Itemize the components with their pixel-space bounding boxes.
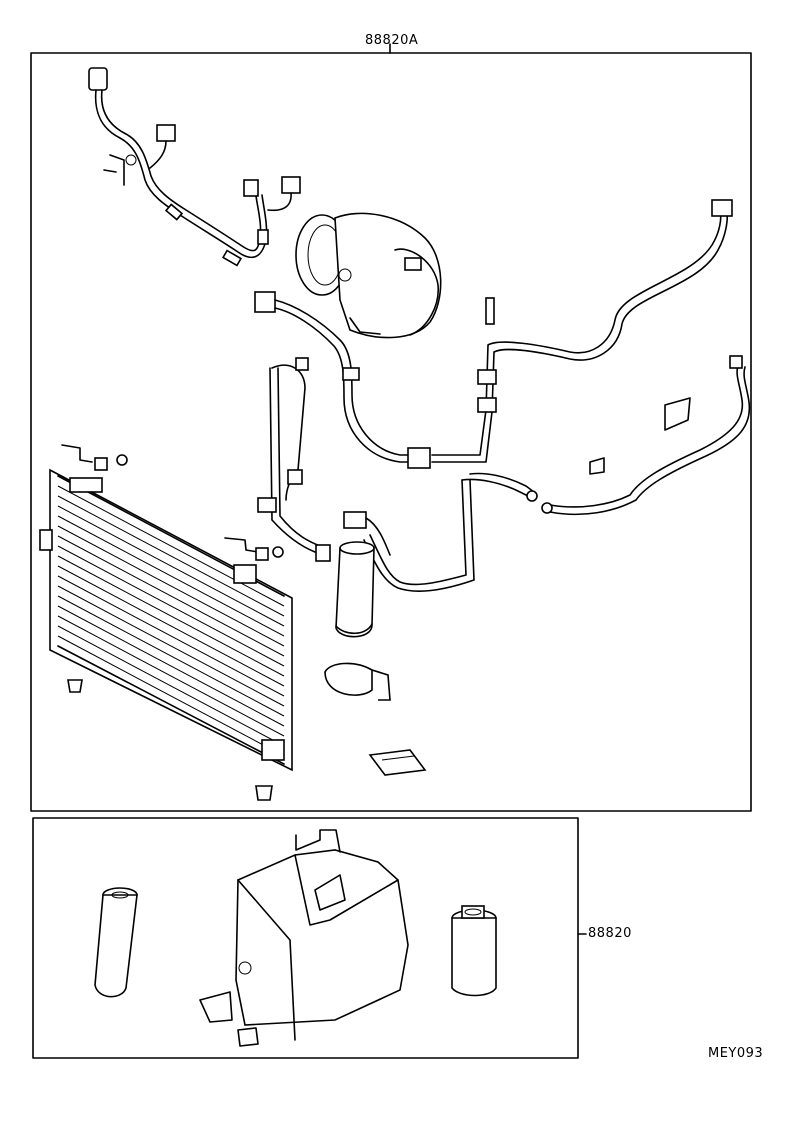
pressure-tube bbox=[257, 357, 331, 562]
ac-compressor bbox=[295, 212, 442, 339]
lower-receiver-dryer bbox=[94, 887, 138, 998]
upper-assembly-part-number: 88820A bbox=[365, 33, 419, 48]
caution-label bbox=[368, 749, 427, 776]
diagram-code: MEY093 bbox=[708, 1046, 764, 1061]
liquid-tube-upper bbox=[431, 199, 733, 463]
evaporator-unit bbox=[199, 829, 409, 1047]
discharge-hose bbox=[254, 291, 431, 469]
suction-hose bbox=[88, 67, 301, 267]
liquid-tube-lower bbox=[363, 355, 751, 593]
lower-assembly-frame bbox=[32, 817, 587, 1059]
compressor-oil-can bbox=[451, 905, 497, 997]
receiver-dryer bbox=[324, 511, 391, 701]
fasteners bbox=[61, 444, 284, 801]
condenser bbox=[39, 468, 293, 772]
upper-assembly-frame bbox=[30, 43, 752, 812]
lower-assembly-part-number: 88820 bbox=[588, 926, 632, 941]
